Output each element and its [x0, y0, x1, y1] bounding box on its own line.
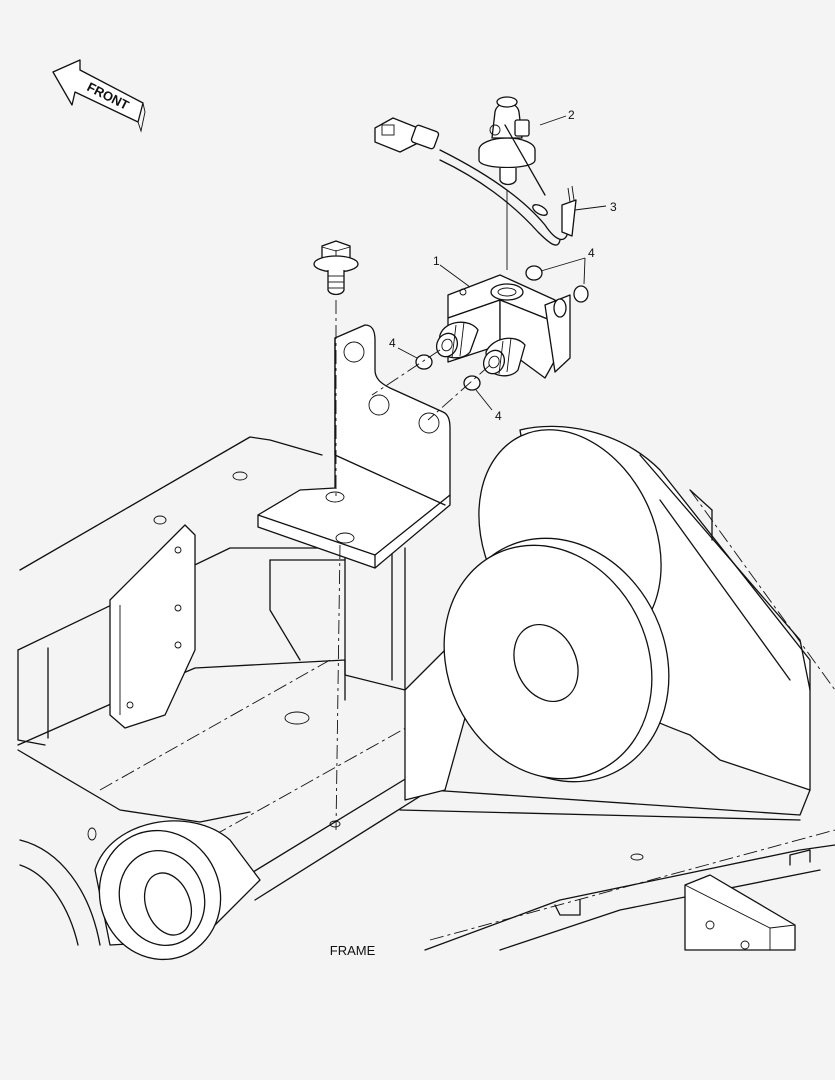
callout-4-bottom: 4	[495, 409, 502, 423]
callout-3: 3	[610, 200, 617, 214]
callout-2: 2	[568, 108, 575, 122]
fitting-right	[482, 337, 526, 377]
assembly-guides	[371, 349, 491, 421]
callout-1: 1	[433, 254, 440, 268]
oring-top	[525, 265, 543, 281]
callouts: 1 2 3 4 4 4	[389, 108, 617, 423]
pressure-switch	[374, 96, 577, 270]
oring-right	[573, 285, 589, 303]
o-rings	[415, 265, 589, 391]
oring-left	[415, 354, 433, 370]
hydraulic-block	[435, 274, 571, 379]
mounting-bracket	[257, 324, 451, 569]
front-arrow-icon: FRONT	[52, 59, 146, 133]
oring-bottom	[463, 375, 481, 391]
mounting-bolt	[313, 240, 359, 831]
frame-structure	[17, 425, 835, 961]
callout-4-top: 4	[588, 246, 595, 260]
callout-4-left: 4	[389, 336, 396, 350]
fitting-left	[435, 321, 479, 359]
diagram-caption: FRAME	[329, 943, 376, 958]
